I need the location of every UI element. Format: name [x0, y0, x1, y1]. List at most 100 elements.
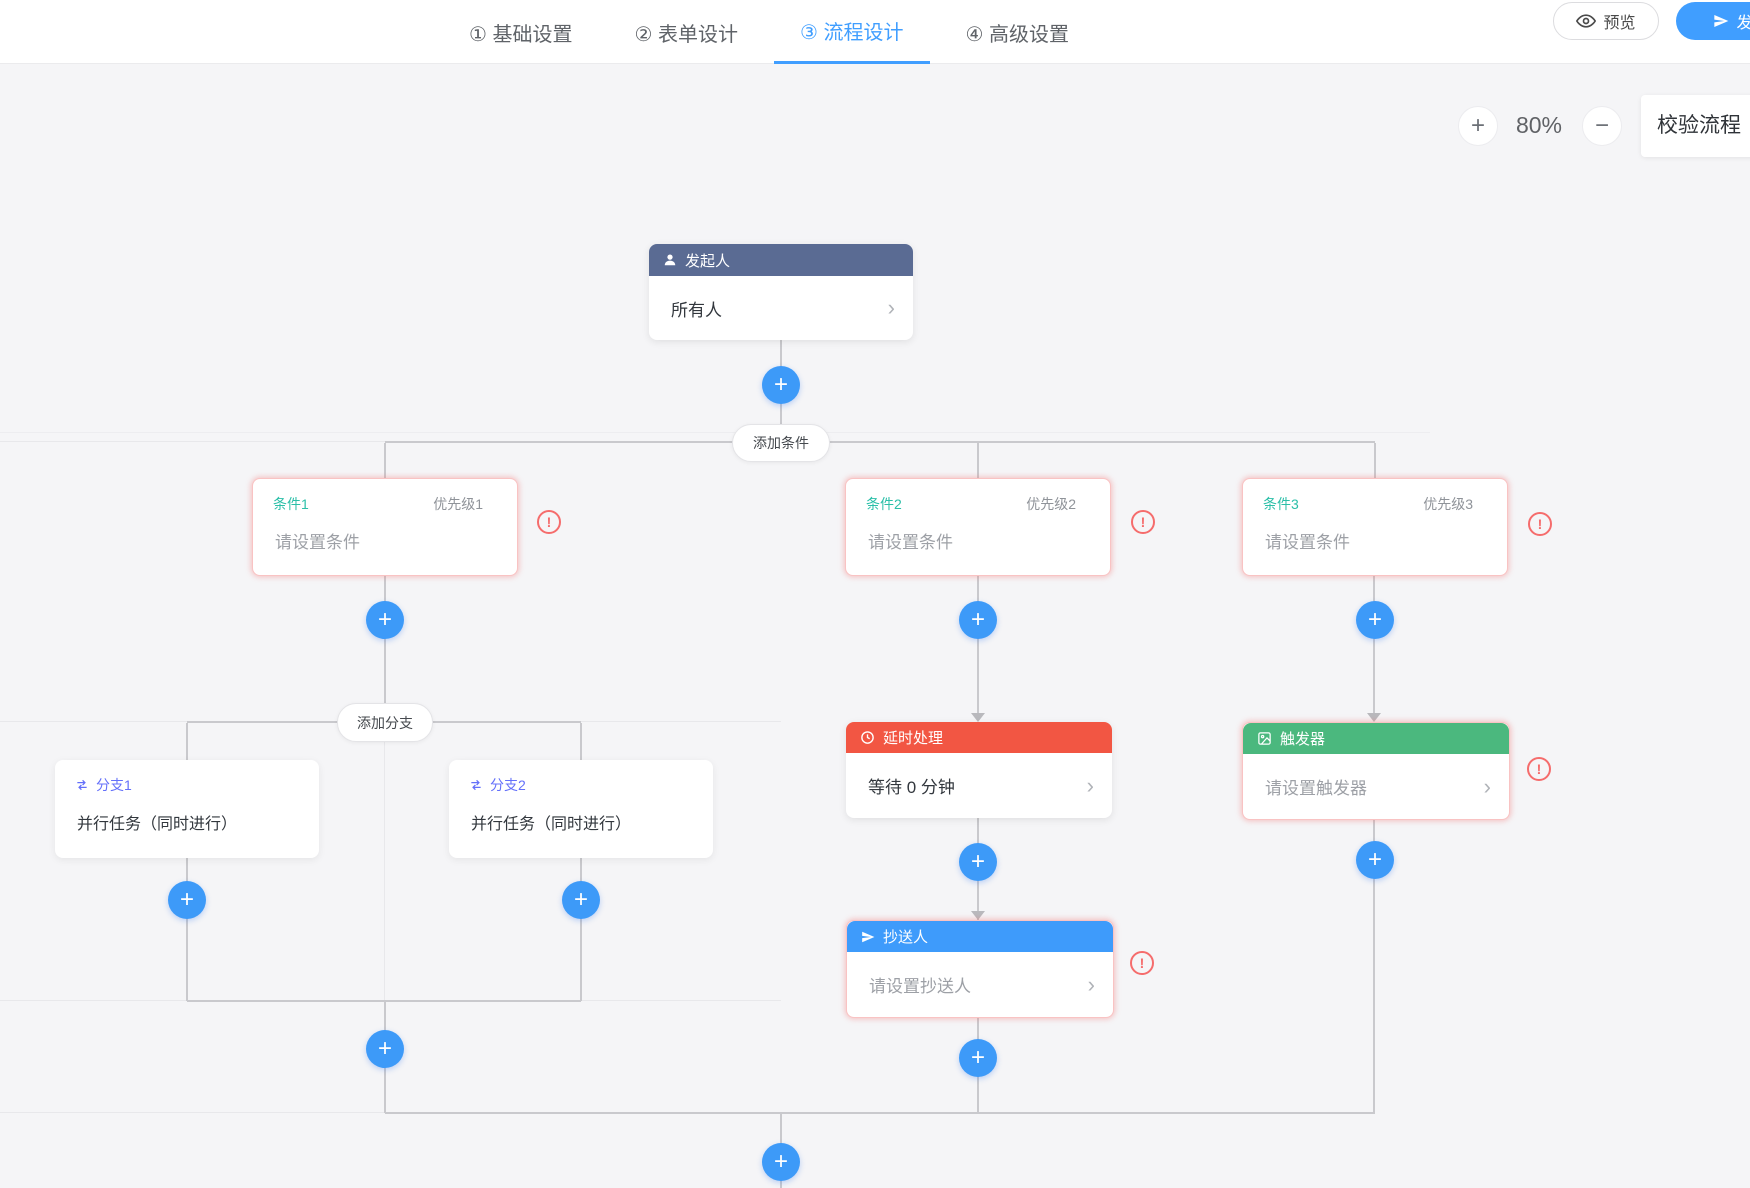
plus-icon: +: [377, 606, 392, 633]
add-node-button[interactable]: +: [168, 881, 206, 919]
tab-advanced-settings[interactable]: ④ 高级设置: [965, 23, 1070, 46]
plus-icon: +: [970, 606, 985, 633]
add-node-button[interactable]: +: [1356, 601, 1394, 639]
delay-node-header: 延时处理: [846, 722, 1112, 753]
condition-priority: 优先级1: [433, 496, 483, 512]
branch-value: 并行任务（同时进行）: [77, 816, 238, 833]
branch-merge-line-faint-right: [581, 1000, 781, 1001]
tab-process-design[interactable]: ③ 流程设计: [774, 0, 930, 64]
zoom-in-button[interactable]: +: [1458, 106, 1498, 146]
condition-node-2[interactable]: 条件2 优先级2 请设置条件: [845, 478, 1111, 576]
condition-node-1[interactable]: 条件1 优先级1 请设置条件: [252, 478, 518, 576]
person-icon: [663, 253, 677, 267]
condition-name: 条件3: [1263, 496, 1299, 512]
branch-name: 分支1: [96, 777, 132, 793]
add-node-button[interactable]: +: [366, 1030, 404, 1068]
initiator-value: 所有人: [671, 300, 722, 320]
warning-icon: !: [1527, 757, 1551, 781]
paper-plane-icon: [861, 930, 875, 944]
connector-line: [384, 576, 386, 703]
exclamation-mark: !: [546, 514, 552, 530]
branch-name: 分支2: [490, 777, 526, 793]
cc-node-header: 抄送人: [847, 921, 1113, 952]
add-node-button[interactable]: +: [562, 881, 600, 919]
cc-node[interactable]: 抄送人 请设置抄送人 ›: [846, 920, 1114, 1018]
connector-line: [977, 443, 979, 478]
initiator-title: 发起人: [685, 252, 731, 270]
add-node-button[interactable]: +: [959, 1039, 997, 1077]
warning-icon: !: [537, 510, 561, 534]
tab-basic-settings[interactable]: ① 基础设置: [469, 23, 573, 46]
branch-title-row: 分支1: [55, 760, 319, 795]
trigger-node-header: 触发器: [1243, 723, 1509, 754]
condition-node-3[interactable]: 条件3 优先级3 请设置条件: [1242, 478, 1508, 576]
exclamation-mark: !: [1140, 514, 1146, 530]
add-node-button[interactable]: +: [959, 843, 997, 881]
tab-form-design[interactable]: ② 表单设计: [634, 23, 739, 46]
condition-split-line-faint-left: [0, 441, 385, 442]
chevron-right-icon: ›: [1086, 772, 1094, 798]
branch-node-1[interactable]: 分支1 并行任务（同时进行）: [55, 760, 319, 858]
plus-icon: +: [1470, 112, 1485, 139]
plus-icon: +: [773, 1148, 788, 1175]
delay-value: 等待 0 分钟: [868, 778, 955, 797]
branch-node-2[interactable]: 分支2 并行任务（同时进行）: [449, 760, 713, 858]
condition-placeholder: 请设置条件: [868, 533, 953, 552]
add-condition-button[interactable]: 添加条件: [732, 424, 830, 462]
condition-placeholder: 请设置条件: [1265, 533, 1350, 552]
delay-title: 延时处理: [883, 730, 944, 747]
validate-flow-button[interactable]: 校验流程: [1641, 95, 1750, 157]
condition-name: 条件1: [273, 496, 309, 512]
add-branch-button[interactable]: 添加分支: [337, 703, 433, 742]
exclamation-mark: !: [1536, 761, 1542, 777]
add-node-button[interactable]: +: [762, 366, 800, 404]
add-node-button[interactable]: +: [762, 1143, 800, 1181]
connector-line: [977, 576, 979, 716]
connector-line: [186, 723, 188, 760]
condition-name: 条件2: [866, 496, 902, 512]
plus-icon: +: [573, 886, 588, 913]
branch-title-row: 分支2: [449, 760, 713, 795]
parallel-branch-icon: [469, 778, 483, 792]
branch-split-line-faint-right: [581, 721, 781, 722]
branch-split-line-faint-left: [0, 721, 187, 722]
plus-icon: +: [1367, 846, 1382, 873]
add-node-button[interactable]: +: [1356, 841, 1394, 879]
add-branch-label: 添加分支: [357, 714, 413, 731]
branch-region-top-border: [0, 432, 1430, 433]
preview-button[interactable]: 预览: [1553, 2, 1659, 40]
warning-icon: !: [1131, 510, 1155, 534]
publish-button[interactable]: 发布: [1676, 2, 1750, 40]
trigger-title: 触发器: [1280, 731, 1326, 748]
delay-node[interactable]: 延时处理 等待 0 分钟 ›: [846, 722, 1112, 818]
minus-icon: −: [1594, 112, 1609, 139]
warning-icon: !: [1130, 951, 1154, 975]
condition-priority: 优先级2: [1026, 496, 1076, 512]
branch-value: 并行任务（同时进行）: [471, 816, 632, 833]
trigger-icon: [1257, 731, 1272, 746]
step-tabs: ① 基础设置 ② 表单设计 ③ 流程设计 ④ 高级设置: [443, 0, 1095, 64]
trigger-node[interactable]: 触发器 请设置触发器 ›: [1242, 722, 1510, 820]
zoom-out-button[interactable]: −: [1582, 106, 1622, 146]
condition-title-row: 条件3 优先级3: [1243, 479, 1507, 514]
chevron-right-icon: ›: [1483, 773, 1491, 799]
connector-line: [1373, 576, 1375, 716]
initiator-node[interactable]: 发起人 所有人 ›: [649, 244, 913, 340]
clock-icon: [860, 730, 875, 745]
warning-icon: !: [1528, 512, 1552, 536]
connector-line: [580, 723, 582, 760]
condition-merge-line-faint-left: [0, 1112, 385, 1113]
plus-icon: +: [970, 1044, 985, 1071]
add-node-button[interactable]: +: [959, 601, 997, 639]
plus-icon: +: [1367, 606, 1382, 633]
connector-line: [1373, 818, 1375, 1113]
add-node-button[interactable]: +: [366, 601, 404, 639]
paper-plane-icon: [1713, 13, 1729, 29]
condition-priority: 优先级3: [1423, 496, 1473, 512]
trigger-node-body: 请设置触发器 ›: [1243, 754, 1509, 819]
cc-placeholder: 请设置抄送人: [869, 977, 971, 996]
preview-label: 预览: [1603, 15, 1636, 32]
exclamation-mark: !: [1139, 955, 1145, 971]
plus-icon: +: [970, 848, 985, 875]
zoom-level: 80%: [1515, 112, 1563, 138]
